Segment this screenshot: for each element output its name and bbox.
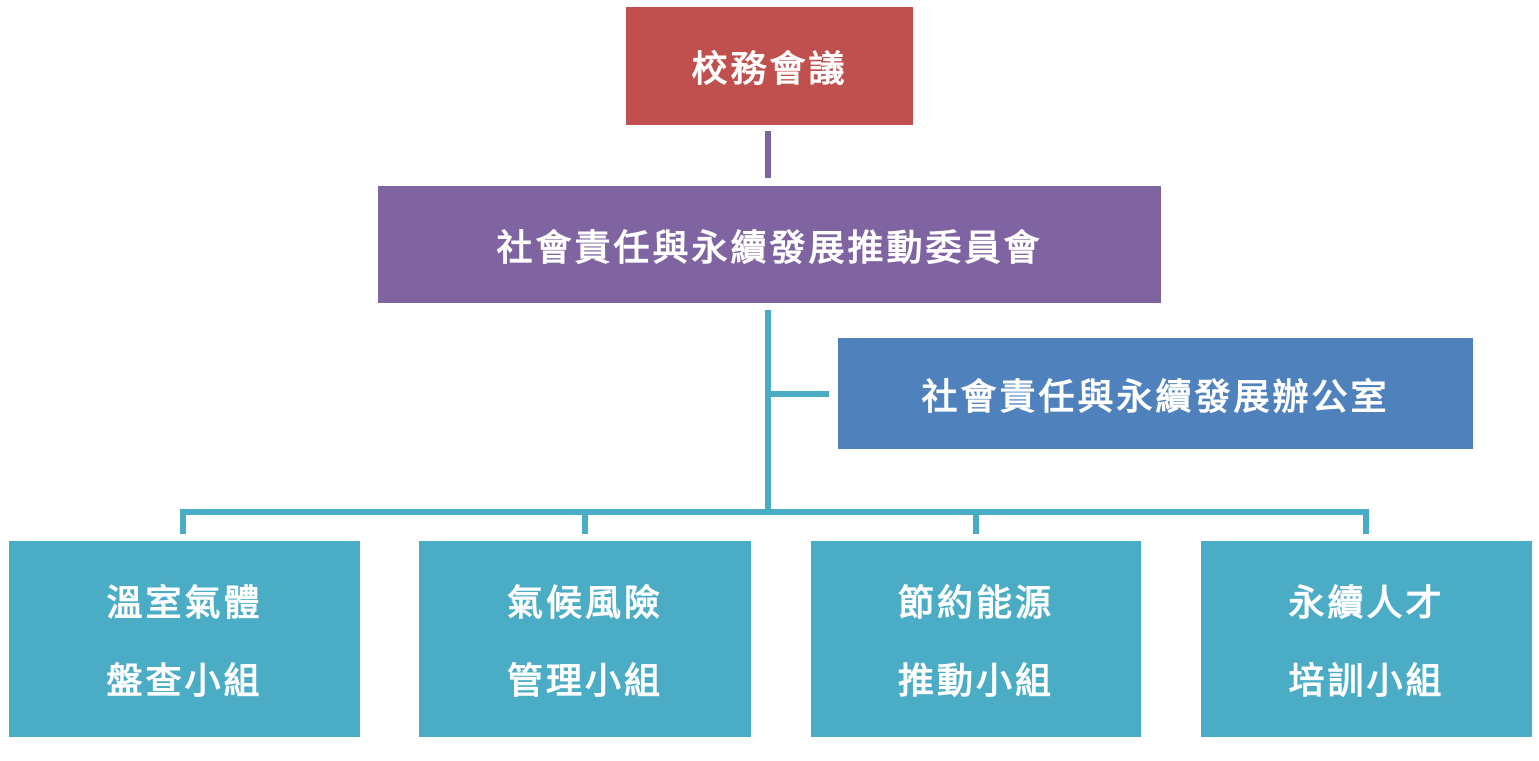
office-label: 社會責任與永續發展辦公室 [921, 376, 1390, 418]
school-council-box: 校務會議 [626, 7, 913, 125]
school-council-label: 校務會議 [691, 49, 848, 90]
connector-groups-bus [180, 509, 1369, 515]
connector-drop-group-2 [582, 509, 588, 534]
committee-box: 社會責任與永續發展推動委員會 [378, 186, 1161, 303]
group-label-line1: 溫室氣體 [106, 583, 263, 624]
group-label-line1: 永續人才 [1288, 583, 1445, 624]
connector-drop-group-1 [180, 509, 186, 534]
committee-label: 社會責任與永續發展推動委員會 [496, 227, 1043, 269]
group-label-line2: 推動小組 [897, 661, 1054, 702]
office-box: 社會責任與永續發展辦公室 [838, 338, 1473, 449]
group-box-energy-saving: 節約能源 推動小組 [811, 541, 1141, 737]
group-box-climate-risk: 氣候風險 管理小組 [419, 541, 751, 737]
group-label-line1: 氣候風險 [506, 583, 663, 624]
connector-committee-trunk [765, 310, 771, 510]
group-label-line2: 盤查小組 [106, 661, 263, 702]
group-box-sustainability-talent: 永續人才 培訓小組 [1201, 541, 1532, 737]
connector-drop-group-3 [973, 509, 979, 534]
group-box-greenhouse-gas: 溫室氣體 盤查小組 [9, 541, 360, 737]
connector-drop-group-4 [1363, 509, 1369, 534]
connector-top-to-committee [765, 131, 771, 178]
group-label-line2: 培訓小組 [1288, 661, 1445, 702]
group-label-line2: 管理小組 [506, 661, 663, 702]
connector-office-branch [771, 391, 829, 397]
group-label-line1: 節約能源 [897, 583, 1054, 624]
